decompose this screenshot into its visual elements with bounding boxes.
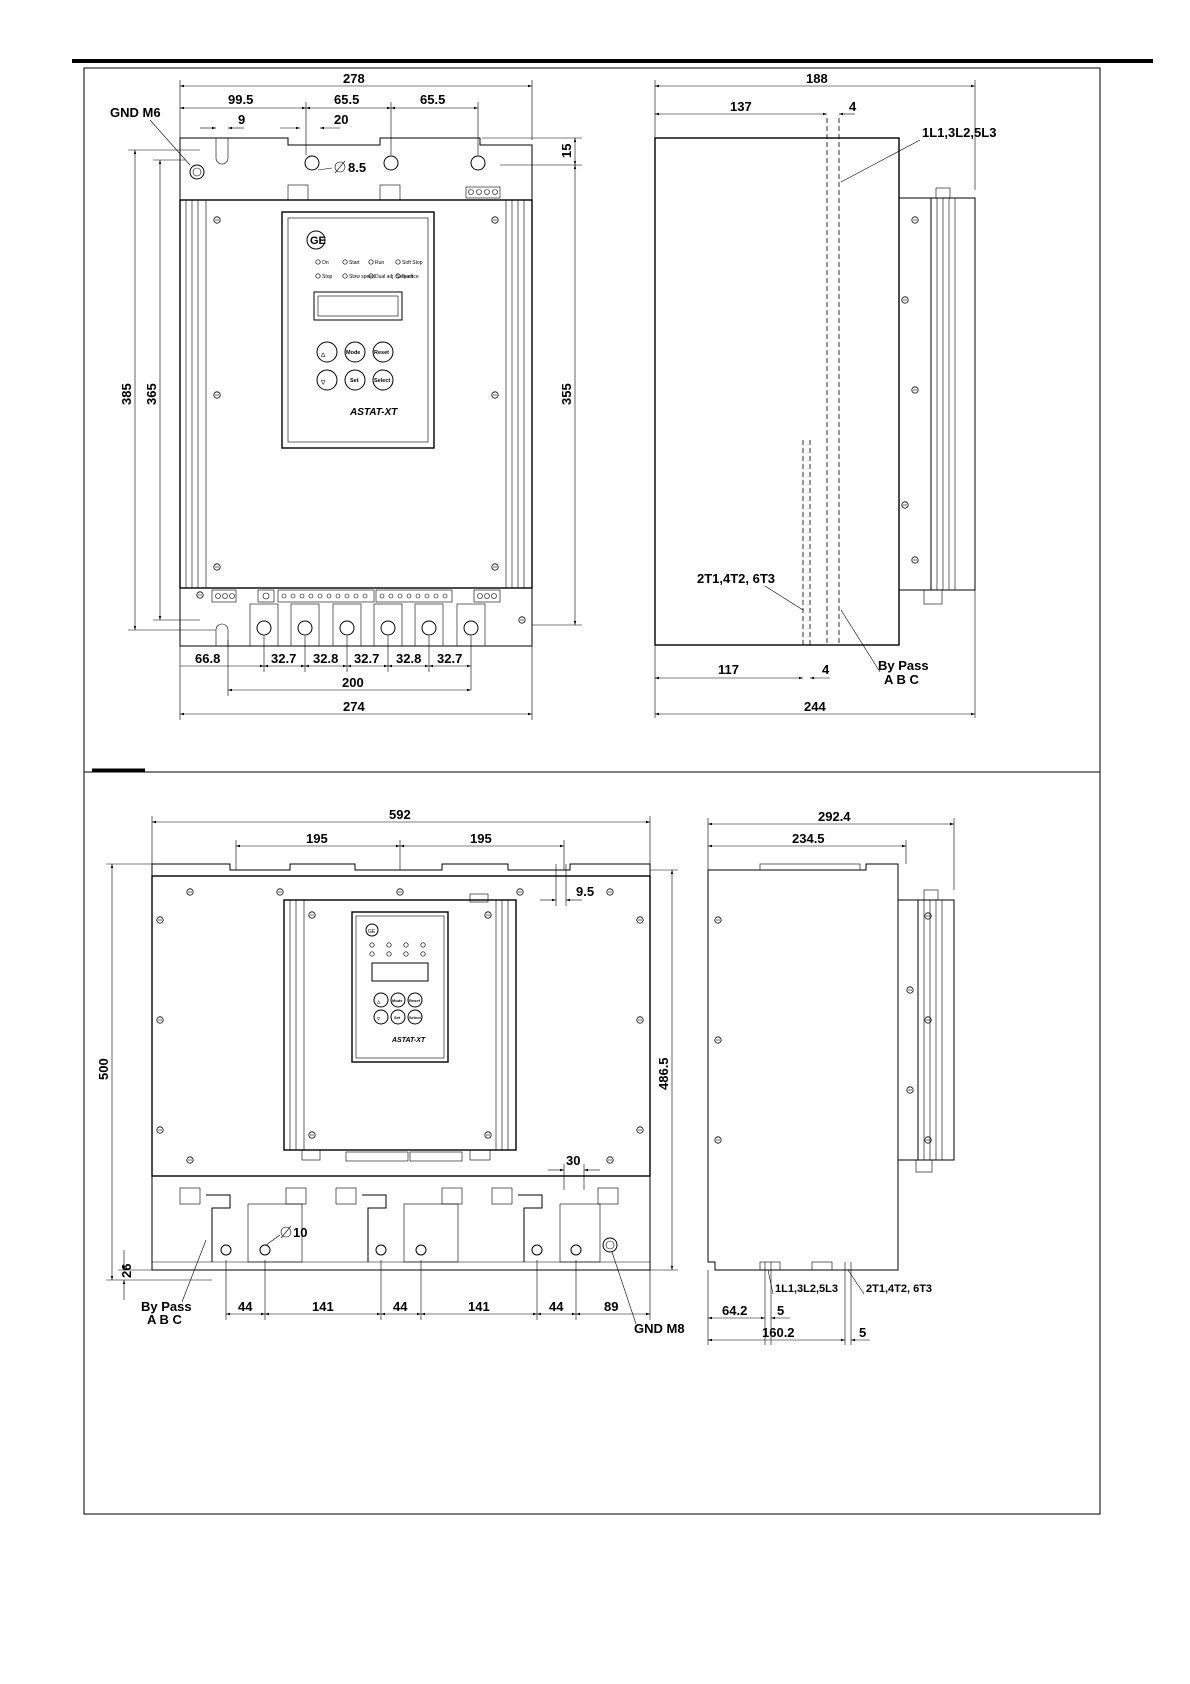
dim-4-bottom: 4 [822, 662, 830, 677]
dim-32-7-c: 32.7 [437, 651, 462, 666]
dim-365: 365 [144, 383, 159, 405]
key-mode: Mode [346, 350, 360, 356]
keypad-panel [281, 211, 435, 449]
key-select-large: Select [409, 1015, 421, 1020]
led-on-label: On [322, 260, 329, 266]
dim-278: 278 [343, 71, 365, 86]
label-line-terminals: 1L1,3L2,5L3 [922, 125, 996, 140]
key-mode-large: Mode [392, 998, 403, 1003]
dim-5-b: 5 [859, 1325, 866, 1340]
dim-9-5: 9.5 [576, 884, 594, 899]
lcd-display [313, 291, 403, 321]
dim-65-5-b: 65.5 [420, 92, 445, 107]
upper-frame [83, 67, 1101, 773]
dim-44-a: 44 [238, 1299, 253, 1314]
key-down-large: ▽ [376, 1016, 381, 1021]
dim-137: 137 [730, 99, 752, 114]
dim-4-top: 4 [849, 99, 857, 114]
gnd-m6-label: GND M6 [110, 105, 161, 120]
dim-66-8: 66.8 [195, 651, 220, 666]
svg-text:GE: GE [310, 235, 326, 247]
dim-hole-dia: 8.5 [348, 160, 366, 175]
dim-89: 89 [604, 1299, 618, 1314]
gnd-m8-label: GND M8 [634, 1321, 685, 1336]
label-line-terminals-lower: 1L1,3L2,5L3 [775, 1283, 838, 1295]
dim-160-2: 160.2 [762, 1325, 795, 1340]
dim-234-5: 234.5 [792, 831, 825, 846]
lower-side-view: 292.4 234.5 1L1,3L2,5L3 2T1,4T2, 6T3 64.… [707, 809, 955, 1345]
dim-15: 15 [559, 144, 574, 158]
dim-65-5-a: 65.5 [334, 92, 359, 107]
led-stop-label: Stop [322, 274, 333, 280]
dim-141-b: 141 [468, 1299, 490, 1314]
led-fault-label: Fault [402, 274, 414, 280]
lower-front-view: GE △ Mode Reset ▽ Set Select ASTAT-XT [96, 807, 685, 1336]
dim-64-2: 64.2 [722, 1303, 747, 1318]
keypad-panel-large [351, 911, 449, 1063]
dim-30: 30 [566, 1153, 580, 1168]
dim-486-5: 486.5 [656, 1057, 671, 1090]
dim-44-c: 44 [549, 1299, 564, 1314]
dim-292-4: 292.4 [818, 809, 851, 824]
dim-141-a: 141 [312, 1299, 334, 1314]
lower-frame [83, 771, 1101, 1515]
key-set-large: Set [394, 1015, 401, 1020]
dim-26: 26 [119, 1264, 134, 1278]
label-bypass-abc: A B C [884, 672, 920, 687]
dim-32-7-b: 32.7 [354, 651, 379, 666]
key-down: ▽ [320, 380, 326, 386]
label-load-terminals: 2T1,4T2, 6T3 [697, 571, 775, 586]
dim-32-8-b: 32.8 [396, 651, 421, 666]
dim-32-8-a: 32.8 [313, 651, 338, 666]
product-name: ASTAT-XT [349, 407, 398, 418]
dim-195-b: 195 [470, 831, 492, 846]
dim-244: 244 [804, 699, 826, 714]
key-set: Set [350, 378, 359, 384]
label-bypass-lower: By Pass [141, 1299, 192, 1314]
dim-385: 385 [119, 383, 134, 405]
dim-355: 355 [559, 383, 574, 405]
led-soft-stop-label: Soft Stop [402, 260, 423, 266]
key-reset: Reset [374, 350, 389, 356]
upper-front-view: GE On Start Run Soft Stop Stop Slow spee… [110, 71, 582, 720]
dim-44-b: 44 [393, 1299, 408, 1314]
dim-200: 200 [342, 675, 364, 690]
gnd-m6-terminal [189, 164, 205, 180]
gnd-m8-terminal [602, 1237, 618, 1253]
key-select: Select [374, 378, 390, 384]
dim-9: 9 [238, 112, 245, 127]
dim-195-a: 195 [306, 831, 328, 846]
key-reset-large: Reset [409, 998, 421, 1003]
led-start-label: Start [349, 260, 360, 266]
key-up: △ [320, 351, 326, 358]
label-load-terminals-lower: 2T1,4T2, 6T3 [866, 1283, 932, 1295]
dim-117: 117 [718, 662, 739, 677]
key-up-large: △ [376, 999, 381, 1004]
dim-274: 274 [343, 699, 365, 714]
dim-20: 20 [334, 112, 348, 127]
dim-32-7-a: 32.7 [271, 651, 296, 666]
led-run-label: Run [375, 260, 384, 266]
dim-hole-10: 10 [293, 1225, 307, 1240]
dim-188: 188 [806, 71, 828, 86]
dim-5-a: 5 [777, 1303, 784, 1318]
led-dual-adj-label: Dual adj. Sequence [375, 274, 419, 280]
dim-99-5: 99.5 [228, 92, 253, 107]
svg-text:GE: GE [368, 929, 376, 935]
upper-side-view: 188 137 4 1L1,3L2,5L3 2T1,4T2, 6T3 By Pa… [654, 71, 996, 718]
product-name-large: ASTAT-XT [391, 1037, 426, 1044]
label-bypass-abc-lower: A B C [147, 1312, 183, 1327]
led-slow-speed-label: Slow speed [349, 274, 375, 280]
dim-500: 500 [96, 1058, 111, 1080]
label-bypass: By Pass [878, 658, 929, 673]
dim-592: 592 [389, 807, 411, 822]
